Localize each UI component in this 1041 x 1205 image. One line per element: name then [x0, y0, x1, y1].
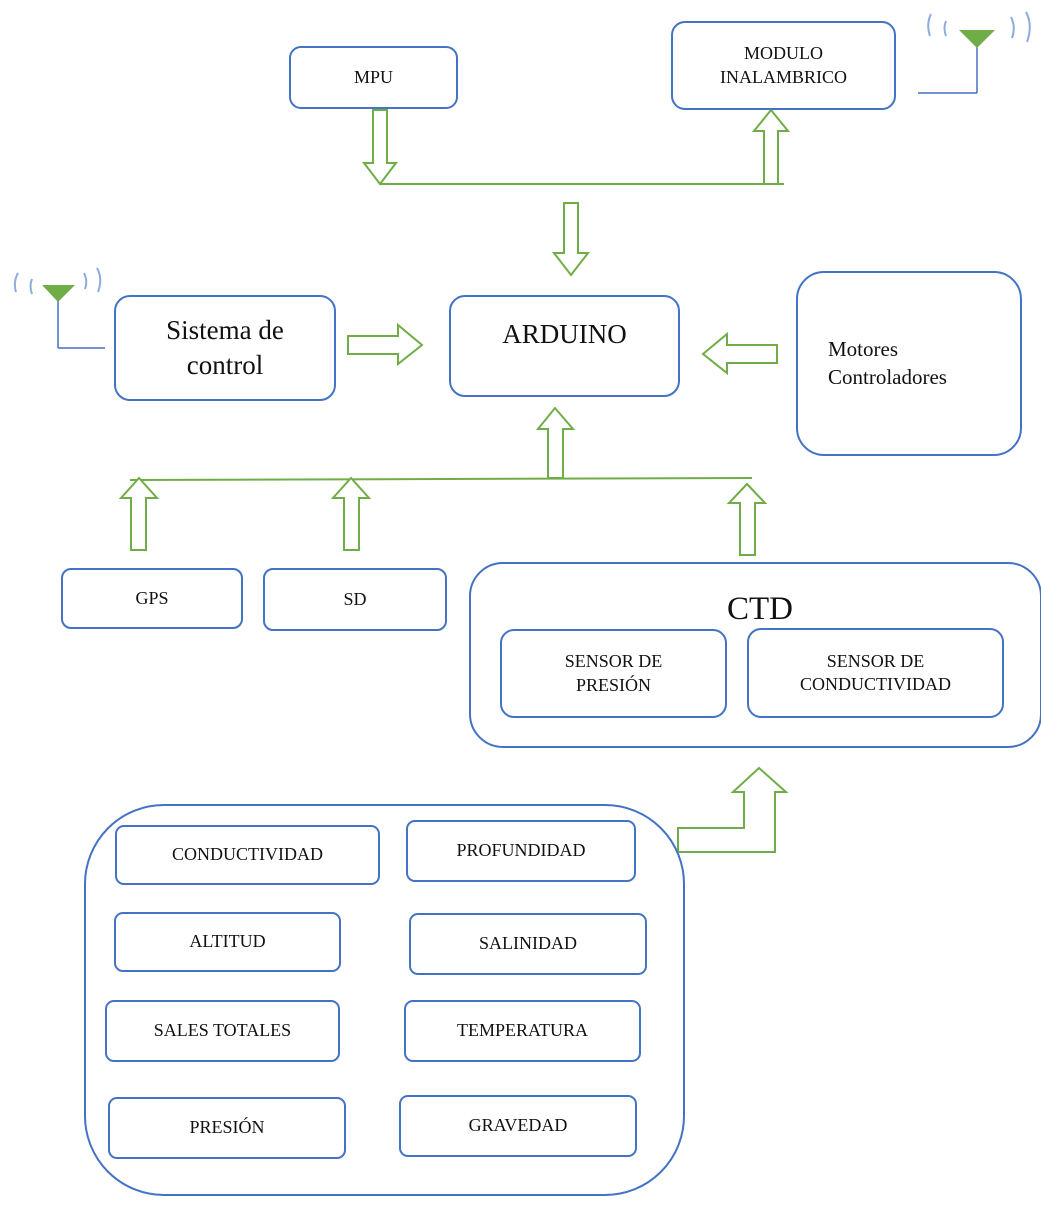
variable-presion: PRESIÓN: [108, 1097, 346, 1159]
arduino-label: ARDUINO: [502, 319, 627, 349]
variables-to-ctd-arrow: [677, 766, 789, 853]
sd-label: SD: [343, 588, 367, 609]
sd-up-arrow: [330, 476, 372, 551]
motores-label-line2: Controladores: [828, 364, 947, 389]
sensor-presion-label-line2: PRESIÓN: [575, 674, 651, 695]
arduino-block: ARDUINO: [449, 295, 680, 397]
modulo-label-line2: INALAMBRICO: [719, 66, 847, 87]
arduino-input-arrow: [551, 202, 591, 277]
variable-altitud: ALTITUD: [114, 912, 341, 972]
variable-conductividad-label: CONDUCTIVIDAD: [172, 844, 323, 865]
modulo-inalambrico-block: MODULO INALAMBRICO: [671, 21, 896, 110]
bottom-bus-line: [129, 477, 753, 481]
sistema-label-line1: Sistema de: [166, 314, 284, 345]
sistema-control-block: Sistema de control: [114, 295, 336, 401]
variable-gravedad-label: GRAVEDAD: [468, 1115, 568, 1136]
variable-salinidad-label: SALINIDAD: [479, 933, 577, 954]
variable-salinidad: SALINIDAD: [409, 913, 647, 975]
sensor-conductividad-label-line2: CONDUCTIVIDAD: [800, 674, 951, 694]
sensor-presion-label-line1: SENSOR DE: [564, 651, 663, 672]
variable-profundidad-label: PROFUNDIDAD: [456, 840, 586, 861]
sensor-presion-block: SENSOR DE PRESIÓN: [500, 629, 727, 718]
sensor-conductividad-label-line1: SENSOR DE: [826, 650, 925, 671]
modulo-label-line1: MODULO: [744, 43, 823, 64]
sistema-label-line2: control: [186, 350, 264, 380]
mpu-down-arrow: [361, 109, 399, 186]
gps-label: GPS: [135, 587, 169, 608]
mpu-block: MPU: [289, 46, 458, 109]
variable-presion-label: PRESIÓN: [189, 1117, 265, 1138]
variable-altitud-label: ALTITUD: [189, 931, 266, 952]
variable-sales-totales-label: SALES TOTALES: [153, 1020, 292, 1041]
gps-block: GPS: [61, 568, 243, 629]
variable-temperatura: TEMPERATURA: [404, 1000, 641, 1062]
sensor-conductividad-block: SENSOR DE CONDUCTIVIDAD: [747, 628, 1004, 718]
variable-temperatura-label: TEMPERATURA: [456, 1020, 588, 1041]
sd-block: SD: [263, 568, 447, 631]
sistema-to-arduino-arrow: [347, 322, 424, 367]
motores-controladores-block: Motores Controladores: [796, 271, 1022, 456]
antenna-icon: [918, 11, 1031, 94]
modulo-up-arrow: [751, 108, 791, 185]
mpu-label: MPU: [353, 66, 393, 87]
ctd-title: CTD: [727, 591, 793, 627]
bus-to-arduino-arrow: [535, 406, 576, 479]
variable-conductividad: CONDUCTIVIDAD: [115, 825, 380, 885]
motores-to-arduino-arrow: [701, 331, 778, 376]
motores-label-line1: Motores: [828, 337, 898, 362]
gps-up-arrow: [118, 476, 160, 551]
variable-gravedad: GRAVEDAD: [399, 1095, 637, 1157]
ctd-up-arrow: [726, 482, 768, 556]
variable-sales-totales: SALES TOTALES: [105, 1000, 340, 1062]
variable-profundidad: PROFUNDIDAD: [406, 820, 636, 882]
antenna-icon: [13, 267, 105, 349]
